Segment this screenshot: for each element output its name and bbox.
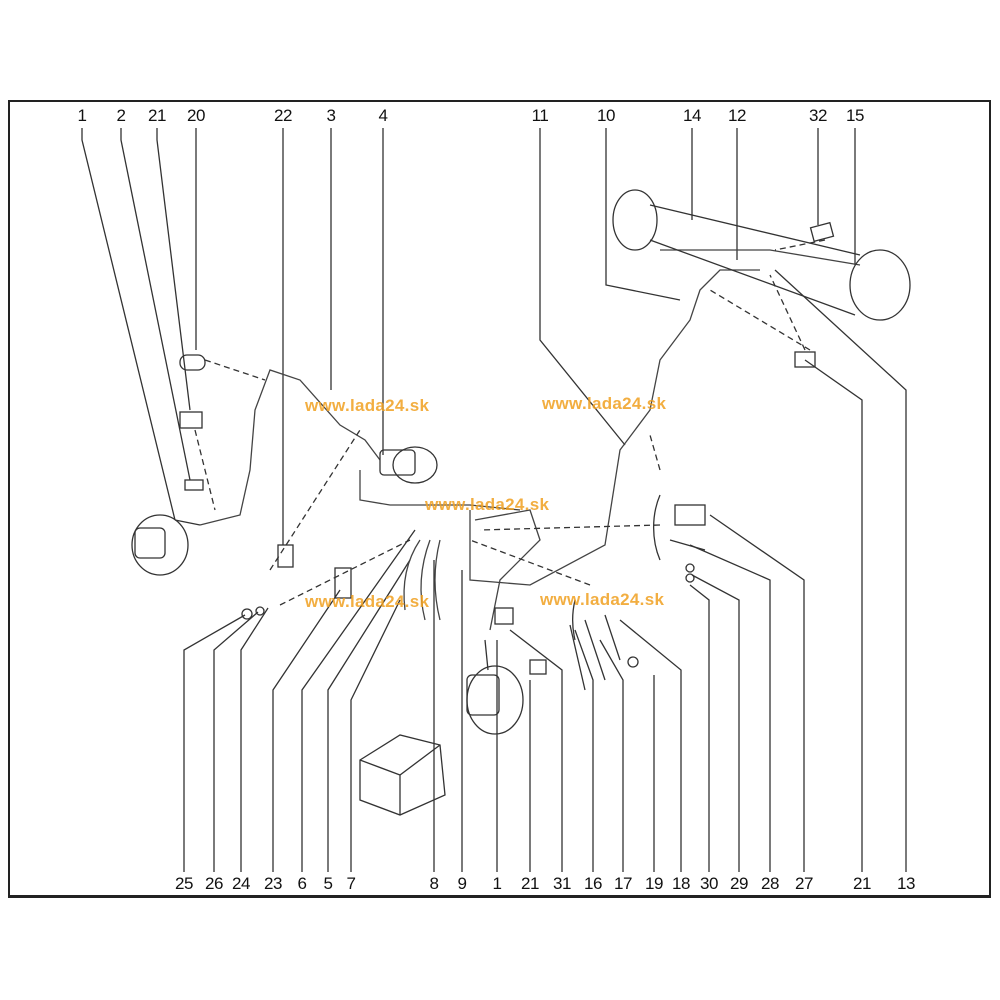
callout-1-top: 1 xyxy=(77,106,87,125)
callout-21-bottom-a: 21 xyxy=(521,874,539,893)
watermark: www.lada24.sk xyxy=(425,495,550,514)
watermark: www.lada24.sk xyxy=(305,592,430,611)
abs-unit xyxy=(359,734,446,816)
watermark: www.lada24.sk xyxy=(542,394,667,413)
callout-9: 9 xyxy=(457,874,467,893)
callout-7: 7 xyxy=(346,874,356,893)
callout-11: 11 xyxy=(531,106,549,125)
callout-32: 32 xyxy=(809,106,827,125)
callout-19: 19 xyxy=(645,874,663,893)
callout-3: 3 xyxy=(326,106,336,125)
callout-12: 12 xyxy=(728,106,746,125)
callout-18: 18 xyxy=(672,874,690,893)
callout-2: 2 xyxy=(116,106,126,125)
callout-20: 20 xyxy=(187,106,205,125)
callout-16: 16 xyxy=(584,874,602,893)
callout-29: 29 xyxy=(730,874,748,893)
callout-24: 24 xyxy=(232,874,250,893)
watermark: www.lada24.sk xyxy=(540,590,665,609)
front-left-caliper xyxy=(131,514,201,576)
brake-pipes xyxy=(199,249,861,631)
callout-28: 28 xyxy=(761,874,779,893)
watermark: www.lada24.sk xyxy=(305,396,430,415)
callout-26: 26 xyxy=(205,874,223,893)
rear-axle xyxy=(612,189,911,321)
callout-1-bottom: 1 xyxy=(492,874,502,893)
callout-23: 23 xyxy=(264,874,282,893)
top-leader-lines xyxy=(81,128,856,545)
callout-27: 27 xyxy=(795,874,813,893)
callout-5: 5 xyxy=(323,874,333,893)
callout-4: 4 xyxy=(378,106,388,125)
front-right-caliper xyxy=(466,639,524,735)
callout-10: 10 xyxy=(597,106,615,125)
clips-and-brackets xyxy=(179,351,816,691)
callout-21-bottom-b: 21 xyxy=(853,874,871,893)
callout-13: 13 xyxy=(897,874,915,893)
callout-25: 25 xyxy=(175,874,193,893)
diagram-frame xyxy=(8,100,991,898)
master-cylinder xyxy=(379,446,438,484)
callout-21-top: 21 xyxy=(148,106,166,125)
bottom-leader-lines xyxy=(183,269,907,872)
callout-8: 8 xyxy=(429,874,439,893)
callout-31: 31 xyxy=(553,874,571,893)
callout-15: 15 xyxy=(846,106,864,125)
callout-14: 14 xyxy=(683,106,701,125)
callout-22: 22 xyxy=(274,106,292,125)
callout-6: 6 xyxy=(297,874,307,893)
callout-30: 30 xyxy=(700,874,718,893)
assembly-pointers xyxy=(194,239,826,606)
callout-17: 17 xyxy=(614,874,632,893)
